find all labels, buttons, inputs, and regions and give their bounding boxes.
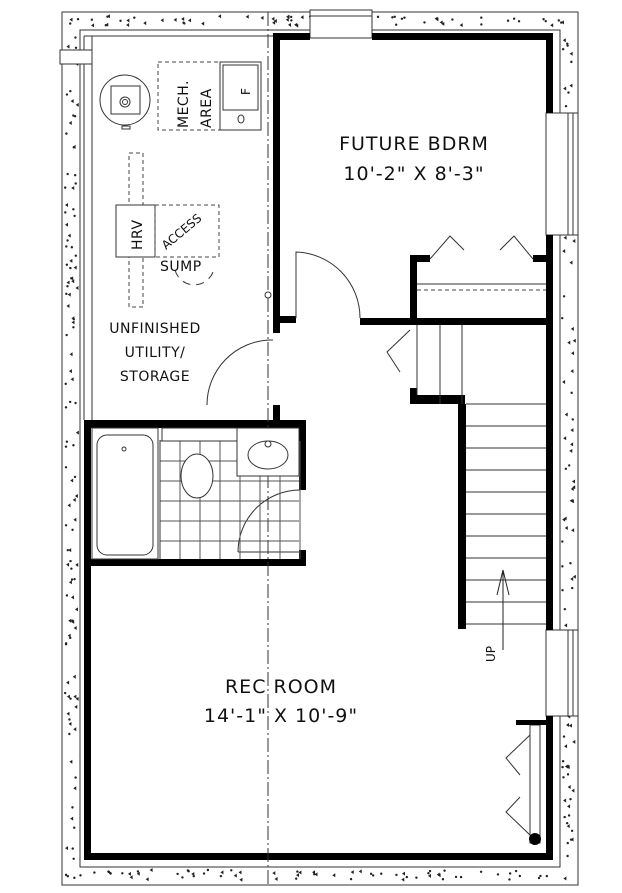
post-marker (264, 291, 272, 299)
stair-up-arrow (496, 569, 510, 650)
water-heater-icon (99, 74, 151, 130)
utility-wall-lines (83, 35, 273, 420)
furnace-icon (219, 61, 262, 131)
vanity-sink (236, 427, 300, 477)
hrv-unit (115, 204, 156, 258)
window-right-bedroom (545, 112, 579, 236)
bedroom-name: FUTURE BDRM (339, 133, 489, 155)
window-left (59, 49, 93, 65)
closet-bifold-door[interactable] (386, 329, 411, 373)
mech-area-label-2: AREA (199, 88, 215, 128)
bedroom-door[interactable] (295, 251, 361, 319)
hrv-label: HRV (130, 219, 146, 250)
stair-up-label: UP (484, 646, 498, 662)
sump-access-outline (154, 204, 220, 258)
mech-area-label-1: MECH. (176, 80, 192, 128)
sump-pit (174, 269, 214, 286)
furnace-label: F (239, 88, 253, 95)
window-right-rec (545, 629, 579, 717)
rec-closet (505, 720, 546, 845)
utility-label-2: UTILITY/ (125, 345, 186, 361)
interior-walls (84, 33, 553, 860)
bathroom-door[interactable] (237, 489, 301, 553)
window-top (309, 9, 373, 39)
staircase (416, 325, 546, 625)
utility-door[interactable] (206, 339, 273, 406)
bathtub (91, 427, 159, 560)
utility-label-1: UNFINISHED (109, 321, 201, 337)
sump-label: SUMP (160, 259, 202, 275)
toilet-tank (161, 427, 238, 442)
rec-room-name: REC ROOM (225, 676, 337, 698)
rec-room-size: 14'-1" X 10'-9" (204, 705, 358, 727)
access-label: ACCESS (159, 211, 204, 252)
utility-label-3: STORAGE (120, 369, 190, 385)
bedroom-size: 10'-2" X 8'-3" (343, 163, 484, 185)
toilet-icon (180, 453, 214, 499)
bedroom-closet (417, 235, 546, 291)
